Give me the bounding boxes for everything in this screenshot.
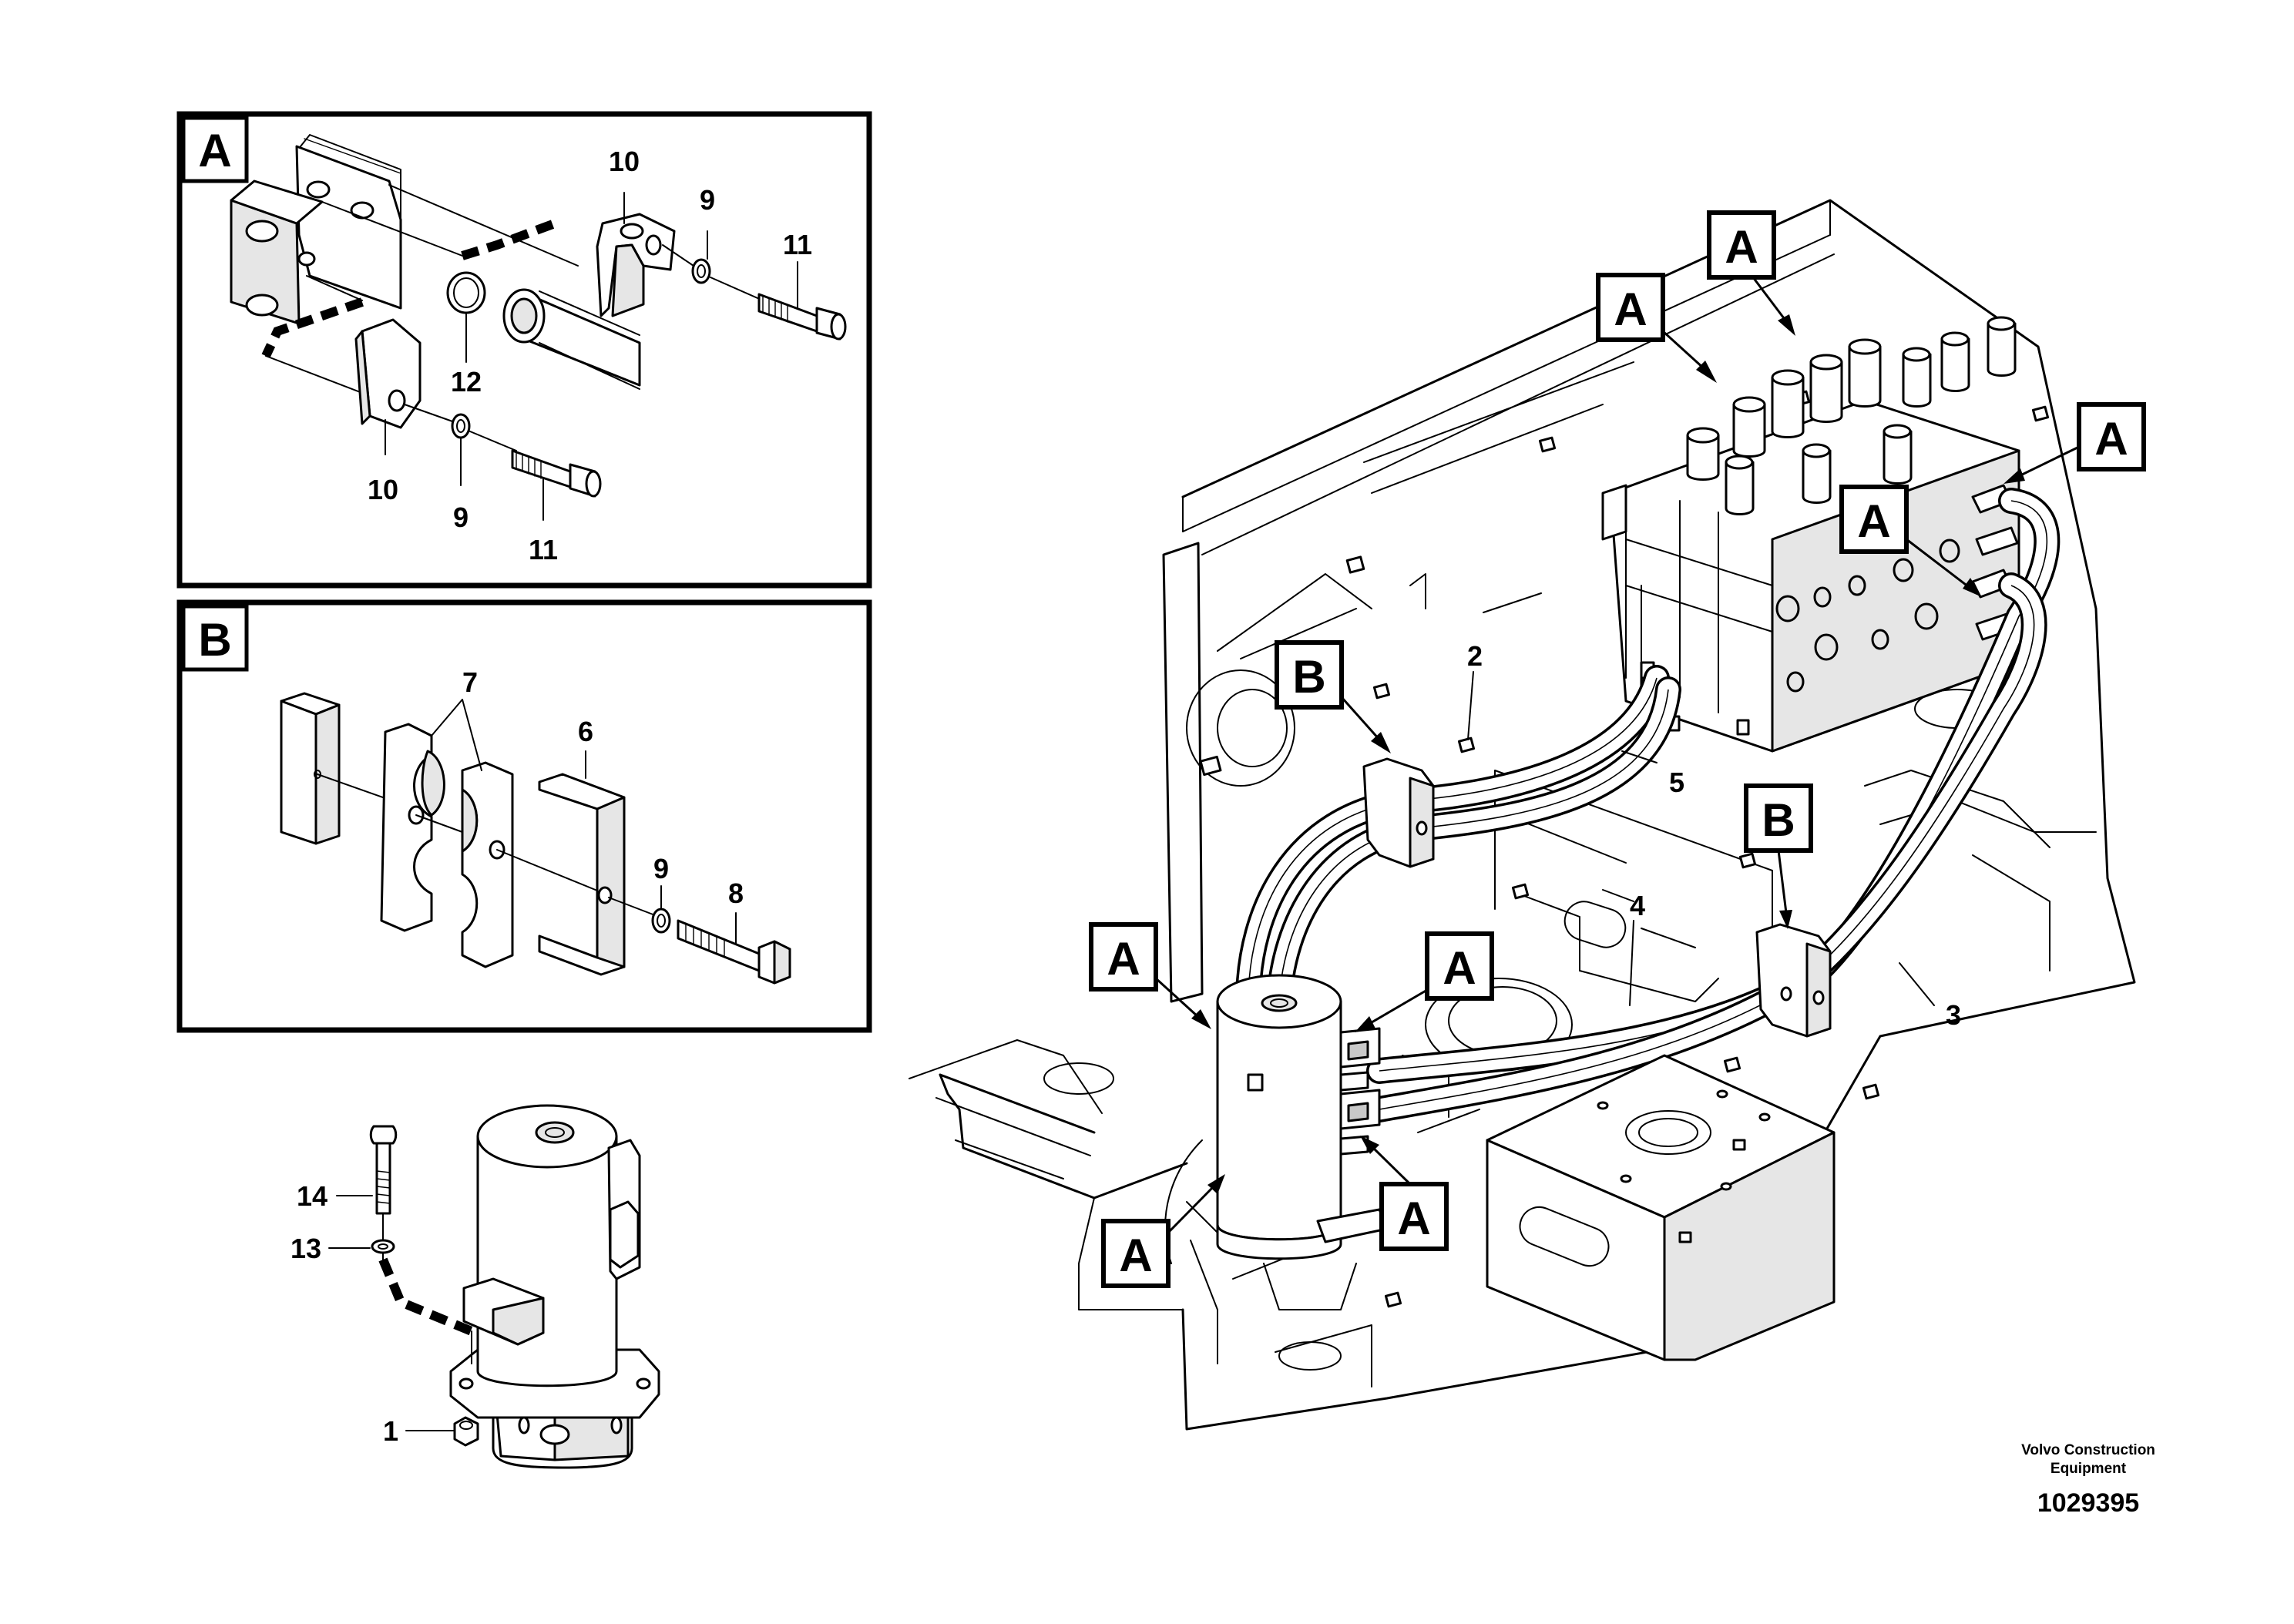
callout-a-text-5: A (1107, 933, 1140, 985)
hose-4 (1366, 572, 2047, 1122)
callout-b-text-1: B (1292, 651, 1325, 703)
valve-spools (1686, 316, 2017, 515)
clamp-half-left (380, 723, 445, 932)
flange-block (230, 134, 402, 325)
hose-clamp-left (1362, 757, 1435, 868)
footer-company-line2: Equipment (2050, 1461, 2127, 1477)
label-1: 1 (383, 1415, 398, 1447)
washer-9-b (651, 908, 671, 934)
callout-a-valve-2: A (1707, 210, 1795, 336)
hose-label-2: 2 (1467, 640, 1483, 672)
swivel-joint (1216, 974, 1389, 1260)
hose-label-4: 4 (1630, 890, 1645, 921)
clamp-half-right (461, 761, 514, 968)
callout-a-valve-4: A (1839, 485, 1982, 597)
label-7: 7 (462, 666, 478, 698)
label-6: 6 (578, 716, 593, 747)
detail-b-panel: B (176, 599, 872, 1033)
footer: Volvo Construction Equipment 1029395 (2021, 1442, 2155, 1518)
axis-line-lower (306, 275, 363, 301)
frame-nuts (1199, 390, 2050, 1308)
detail-b-frame (176, 599, 872, 1033)
label-9-lower: 9 (453, 502, 469, 533)
hose-label-5: 5 (1669, 767, 1684, 798)
callout-a-text-4: A (1857, 495, 1890, 547)
label-11-upper: 11 (783, 229, 812, 260)
callout-a-text-1: A (1614, 284, 1647, 335)
callout-a-text-3: A (2094, 413, 2128, 465)
label-13: 13 (291, 1233, 321, 1264)
callout-a-valve-3: A (2003, 402, 2146, 484)
washer-13 (371, 1239, 395, 1254)
nut-1 (453, 1416, 479, 1447)
callout-a-text-6: A (1443, 942, 1476, 994)
callout-b-clamp-1: B (1275, 640, 1391, 753)
axis-line-lower-b (265, 355, 363, 394)
callout-a-text-2: A (1725, 221, 1758, 273)
callout-a-swivel-2: A (1355, 931, 1494, 1032)
callout-a-valve-1: A (1596, 273, 1717, 383)
strap-6 (538, 773, 626, 976)
callout-a-swivel-3: A (1101, 1174, 1225, 1288)
callout-a-swivel-4: A (1360, 1136, 1449, 1251)
label-12: 12 (451, 366, 482, 398)
motor-detail: 14 13 1 (291, 1104, 660, 1469)
callout-a-text-8: A (1397, 1193, 1430, 1244)
label-9-upper: 9 (700, 184, 715, 216)
callout-a-text-7: A (1119, 1230, 1152, 1281)
axis-dash-motor (378, 1257, 474, 1336)
bolt-11-lower (511, 449, 602, 498)
main-assembly: A A A A B (909, 199, 2146, 1431)
detail-a-tag-box (181, 116, 249, 183)
hose-label-3: 3 (1946, 999, 1961, 1031)
label-14: 14 (297, 1180, 327, 1212)
right-platform (1486, 1054, 1836, 1361)
label-10-lower: 10 (368, 474, 398, 505)
detail-a-panel: A (176, 111, 872, 589)
detail-b-tag: B (198, 614, 231, 666)
axis-dash-upper (461, 219, 557, 260)
footer-company-line1: Volvo Construction (2021, 1442, 2155, 1458)
axis-dash-lower (261, 297, 364, 358)
detail-a-frame (176, 111, 872, 589)
pipe (502, 288, 641, 390)
footer-doc-number: 1029395 (2037, 1488, 2139, 1518)
label-8: 8 (728, 877, 744, 909)
label-10-upper: 10 (609, 146, 640, 177)
washer-9-lower (451, 413, 471, 439)
callout-b-clamp-2: B (1744, 783, 1813, 929)
half-clamp-upper (596, 213, 676, 317)
detail-a-tag: A (198, 125, 231, 176)
bolt-11-upper (757, 293, 847, 341)
axis-line-upper (321, 201, 463, 257)
rubber-block (280, 692, 341, 845)
callout-b-text-2: B (1762, 794, 1795, 846)
control-valve (1601, 316, 2020, 753)
detail-b-tag-box (181, 604, 249, 672)
washer-9-upper (691, 258, 711, 284)
bolt-8 (677, 919, 791, 985)
hose-clamp-right (1755, 923, 1832, 1038)
half-clamp-lower (354, 318, 422, 429)
callout-a-swivel-1: A (1089, 922, 1211, 1029)
label-11-lower: 11 (529, 534, 558, 565)
bolt-14 (369, 1125, 398, 1215)
label-9-b: 9 (653, 853, 669, 884)
